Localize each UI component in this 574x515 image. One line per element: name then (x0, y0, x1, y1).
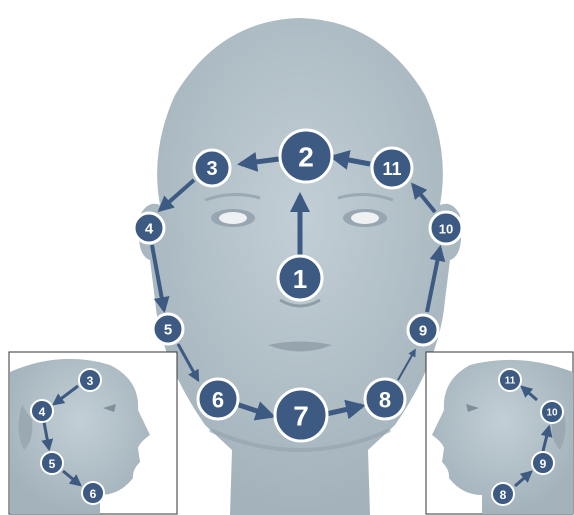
marker-9-label: 9 (419, 323, 427, 340)
profile-marker-8: 8 (492, 483, 514, 505)
profile-marker-10-label: 10 (546, 408, 558, 419)
marker-5-label: 5 (164, 322, 172, 339)
profile-marker-10: 10 (541, 401, 563, 423)
marker-1-label: 1 (293, 264, 307, 294)
profile-marker-4-label: 4 (39, 405, 46, 419)
marker-11: 11 (372, 148, 412, 188)
marker-6: 6 (198, 379, 238, 419)
marker-9: 9 (408, 315, 438, 345)
profile-marker-6-label: 6 (90, 487, 97, 501)
profile-marker-5: 5 (41, 452, 63, 474)
marker-4: 4 (134, 213, 164, 243)
profile-marker-3: 3 (79, 369, 101, 391)
marker-7: 7 (275, 389, 327, 441)
profile-marker-11-label: 11 (505, 376, 516, 387)
profile-marker-5-label: 5 (49, 457, 56, 471)
marker-4-label: 4 (145, 221, 154, 238)
marker-1: 1 (278, 256, 322, 300)
profile-marker-8-label: 8 (500, 488, 507, 502)
profile-marker-9: 9 (532, 452, 554, 474)
profile-marker-6: 6 (82, 482, 104, 504)
marker-8-label: 8 (379, 388, 391, 413)
profile-marker-3-label: 3 (87, 374, 94, 388)
marker-3-label: 3 (206, 158, 217, 180)
profile-marker-4: 4 (31, 400, 53, 422)
marker-2: 2 (280, 130, 332, 182)
marker-11-label: 11 (382, 159, 401, 179)
profile-marker-9-label: 9 (540, 457, 547, 471)
marker-6-label: 6 (212, 388, 224, 413)
marker-3: 3 (194, 150, 230, 186)
marker-10-label: 10 (439, 222, 453, 237)
marker-8: 8 (365, 379, 405, 419)
marker-10: 10 (430, 212, 462, 244)
marker-7-label: 7 (293, 401, 309, 432)
marker-2-label: 2 (298, 142, 314, 173)
marker-5: 5 (153, 314, 183, 344)
profile-marker-11: 11 (499, 369, 521, 391)
